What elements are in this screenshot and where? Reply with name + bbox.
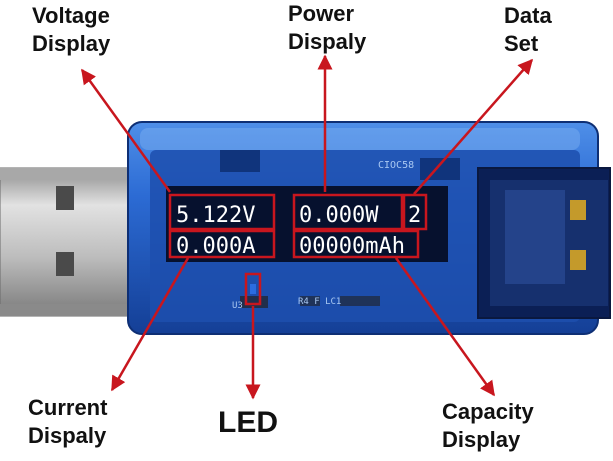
current-label-line1: Current	[28, 395, 108, 420]
pcb-marking-u3: U3	[232, 301, 243, 311]
data-set-label: Data Set	[504, 2, 552, 58]
pcb-marking-mid: R4 F LC1	[298, 297, 341, 307]
capacity-reading-box: 00000mAh	[292, 229, 420, 259]
current-reading-box: 0.000A	[168, 229, 276, 259]
led-label: LED	[218, 406, 278, 440]
current-callout-arrow	[110, 257, 190, 392]
capacity-callout-arrow	[394, 257, 496, 397]
power-reading: 0.000W	[299, 203, 379, 228]
usb-plug-hole	[56, 252, 74, 276]
power-label-line2: Dispaly	[288, 29, 367, 54]
capacity-display-label: Capacity Display	[442, 398, 534, 454]
current-display-label: Current Dispaly	[28, 394, 107, 450]
voltage-reading: 5.122V	[176, 203, 255, 228]
led-marker	[244, 272, 262, 306]
data-set-label-line2: Set	[504, 31, 539, 56]
power-label-line1: Power	[288, 1, 355, 26]
usb-plug-hole	[56, 186, 74, 210]
data-set-reading: 2	[408, 203, 421, 228]
data-set-reading-box: 2	[402, 193, 428, 231]
voltage-label-line1: Voltage	[32, 3, 110, 28]
pcb-marking-top: CIOC58	[378, 160, 414, 171]
voltage-callout-arrow	[80, 68, 172, 193]
voltage-label-line2: Display	[32, 31, 111, 56]
capacity-label-line1: Capacity	[442, 399, 534, 424]
power-reading-box: 0.000W	[292, 193, 404, 231]
data-set-label-line1: Data	[504, 3, 552, 28]
voltage-reading-box: 5.122V	[168, 193, 276, 231]
current-label-line2: Dispaly	[28, 423, 107, 448]
current-reading: 0.000A	[176, 234, 255, 259]
power-display-label: Power Dispaly	[288, 0, 366, 56]
capacity-label-line2: Display	[442, 427, 521, 452]
data-set-callout-arrow	[413, 58, 533, 195]
led-label-text: LED	[218, 406, 278, 439]
capacity-reading: 00000mAh	[299, 234, 405, 259]
usb-plug	[0, 167, 151, 317]
voltage-display-label: Voltage Display	[32, 2, 110, 58]
